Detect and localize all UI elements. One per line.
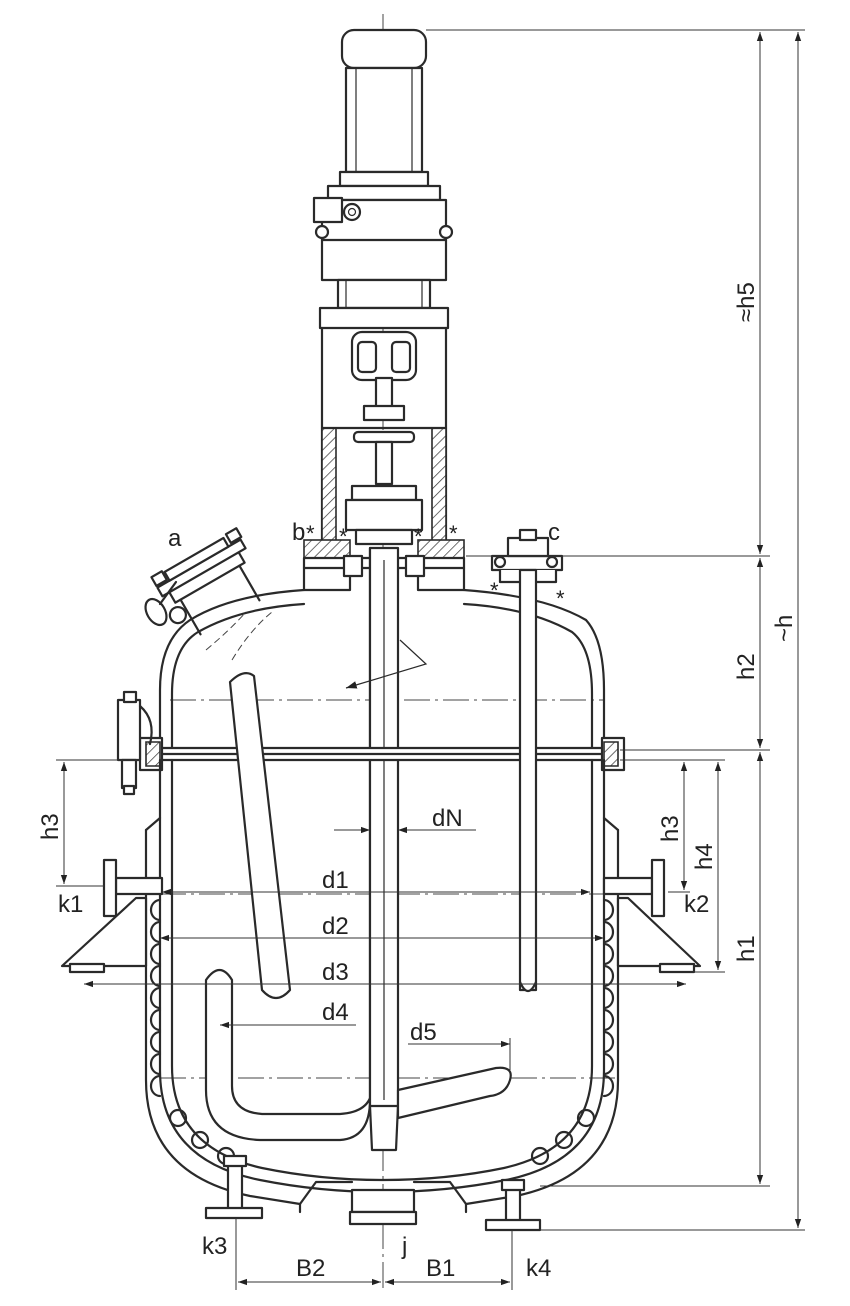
nozzle-k2 (602, 858, 702, 974)
label-h3-right: h3 (657, 815, 684, 842)
label-B1: B1 (426, 1255, 455, 1282)
svg-text:*: * (414, 524, 423, 549)
label-d4: d4 (322, 999, 349, 1026)
svg-text:*: * (339, 524, 348, 549)
bottom-outlet (298, 1180, 468, 1226)
motor (338, 28, 430, 188)
agitator (204, 546, 512, 1152)
label-k2: k2 (684, 891, 709, 918)
label-j: j (401, 1233, 407, 1260)
label-h5: ≈h5 (733, 282, 760, 322)
dimension-lines-left (56, 759, 140, 887)
label-dN: dN (432, 805, 463, 832)
heating-coils-right (530, 898, 615, 1166)
label-b: b (292, 519, 305, 546)
gearbox (312, 184, 454, 310)
label-k4: k4 (526, 1255, 551, 1282)
lantern-housing: * * * * (302, 306, 466, 592)
label-h2: h2 (733, 653, 760, 680)
label-k1: k1 (58, 891, 83, 918)
diameter-dimensions (84, 826, 686, 1070)
labels: a b c j d1 d2 d3 d4 d5 dN k1 k2 k3 k4 B2… (37, 282, 798, 1282)
svg-text:*: * (490, 578, 499, 603)
label-k3: k3 (202, 1233, 227, 1260)
label-h: ~h (771, 615, 798, 642)
dip-pipe (228, 671, 292, 1000)
svg-text:*: * (556, 586, 565, 611)
flange-clamp (116, 690, 153, 796)
manhole-hinge (144, 580, 178, 627)
nozzle-k1 (60, 858, 164, 974)
svg-text:*: * (306, 521, 315, 546)
label-h3-left: h3 (37, 813, 64, 840)
label-d1: d1 (322, 867, 349, 894)
label-d5: d5 (410, 1019, 437, 1046)
label-h1: h1 (733, 935, 760, 962)
label-d3: d3 (322, 959, 349, 986)
dimension-lines-bottom (235, 1218, 513, 1290)
rotation-arrow (345, 639, 428, 689)
dimension-lines-right (426, 29, 805, 1231)
label-d2: d2 (322, 913, 349, 940)
label-B2: B2 (296, 1255, 325, 1282)
nozzle-k4 (484, 1178, 542, 1232)
manhole-a (150, 527, 261, 636)
label-c: c (548, 519, 560, 546)
nozzle-k3 (204, 1154, 264, 1220)
label-a: a (168, 525, 182, 552)
svg-text:*: * (449, 521, 458, 546)
label-h4: h4 (691, 843, 718, 870)
